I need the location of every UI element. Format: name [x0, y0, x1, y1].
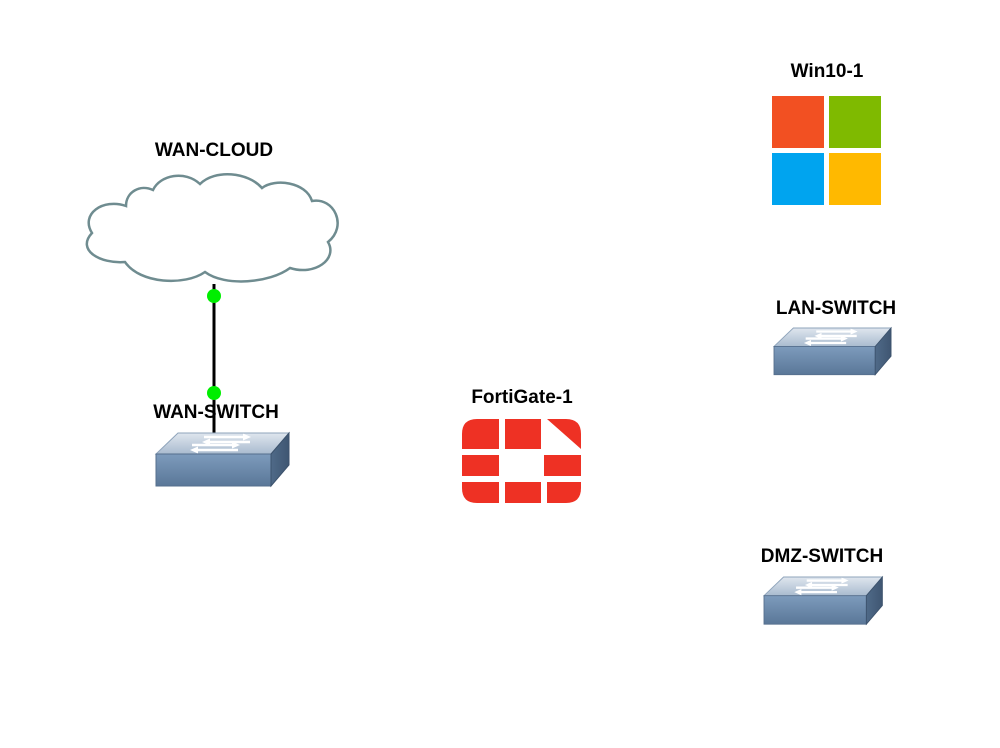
- cloud-icon: [85, 172, 339, 283]
- link-status-dot-cloud: [207, 289, 221, 303]
- wan-cloud-node[interactable]: [85, 172, 339, 283]
- wan-cloud-label: WAN-CLOUD: [154, 140, 274, 161]
- fortigate-label: FortiGate-1: [471, 387, 573, 408]
- switch-icon: [772, 326, 893, 376]
- fortinet-logo: [462, 419, 581, 503]
- win10-label: Win10-1: [790, 61, 864, 82]
- dmz-switch-node[interactable]: [762, 575, 884, 626]
- switch-icon: [762, 575, 884, 626]
- wan-switch-label: WAN-SWITCH: [153, 402, 279, 423]
- fortigate-node[interactable]: [462, 419, 581, 503]
- lan-switch-label: LAN-SWITCH: [775, 298, 897, 319]
- wan-switch-node[interactable]: [154, 431, 291, 488]
- link-status-dot-switch: [207, 386, 221, 400]
- windows-logo: [772, 96, 881, 205]
- switch-icon: [154, 431, 291, 488]
- win10-node[interactable]: [772, 96, 881, 205]
- lan-switch-node[interactable]: [772, 326, 893, 376]
- dmz-switch-label: DMZ-SWITCH: [760, 546, 884, 567]
